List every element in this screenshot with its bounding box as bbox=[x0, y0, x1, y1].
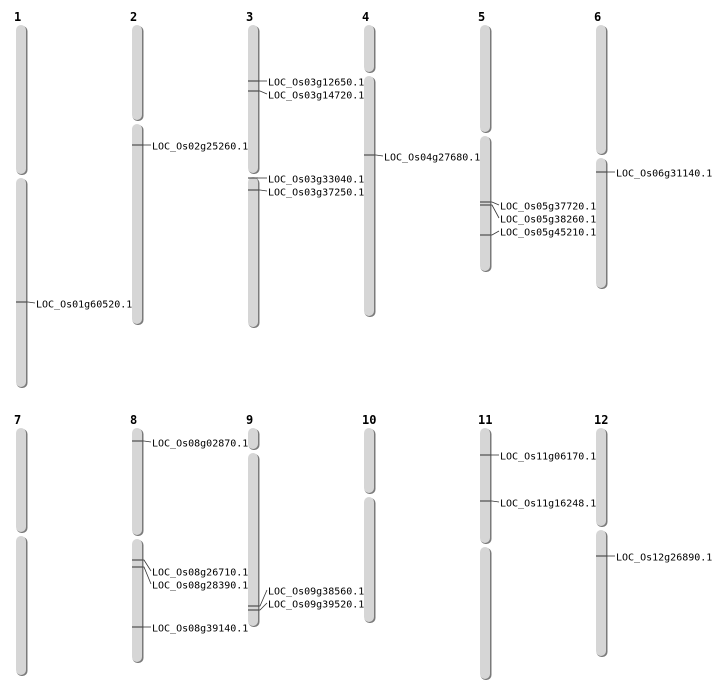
gene-leader-line bbox=[142, 559, 152, 572]
gene-label: LOC_Os05g45210.1 bbox=[500, 228, 596, 239]
chromosome-short-arm bbox=[16, 25, 26, 174]
gene-leader-line bbox=[490, 500, 500, 503]
gene-leader-line bbox=[258, 602, 268, 611]
gene-label: LOC_Os02g25260.1 bbox=[152, 142, 248, 153]
chromosome-7: 7 bbox=[14, 413, 28, 676]
gene-leader-line bbox=[374, 154, 384, 157]
gene-label: LOC_Os09g39520.1 bbox=[268, 600, 364, 611]
chromosome-short-arm bbox=[132, 25, 142, 120]
gene-label: LOC_Os05g38260.1 bbox=[500, 215, 596, 226]
chromosome-8: 8LOC_Os08g02870.1LOC_Os08g26710.1LOC_Os0… bbox=[130, 413, 248, 663]
gene-label: LOC_Os08g02870.1 bbox=[152, 439, 248, 450]
chromosome-short-arm bbox=[248, 25, 258, 173]
chromosome-long-arm bbox=[16, 178, 26, 387]
chromosome-number: 2 bbox=[130, 10, 137, 24]
chromosome-long-arm bbox=[132, 539, 142, 662]
gene-label: LOC_Os04g27680.1 bbox=[384, 153, 480, 164]
chromosome-long-arm bbox=[132, 124, 142, 324]
gene-label: LOC_Os03g33040.1 bbox=[268, 175, 364, 186]
chromosome-number: 7 bbox=[14, 413, 21, 427]
gene-label: LOC_Os08g26710.1 bbox=[152, 568, 248, 579]
chromosome-short-arm bbox=[596, 428, 606, 526]
gene-label: LOC_Os05g37720.1 bbox=[500, 202, 596, 213]
chromosome-long-arm bbox=[16, 536, 26, 675]
chromosome-long-arm bbox=[248, 177, 258, 327]
gene-leader-line bbox=[490, 201, 500, 206]
gene-label: LOC_Os12g26890.1 bbox=[616, 553, 712, 564]
gene-label: LOC_Os11g16248.1 bbox=[500, 499, 596, 510]
gene-label: LOC_Os08g28390.1 bbox=[152, 581, 248, 592]
chromosome-number: 1 bbox=[14, 10, 21, 24]
chromosome-long-arm bbox=[364, 76, 374, 316]
chromosome-long-arm bbox=[480, 547, 490, 679]
gene-label: LOC_Os01g60520.1 bbox=[36, 300, 132, 311]
gene-label: LOC_Os03g14720.1 bbox=[268, 91, 364, 102]
gene-label: LOC_Os03g12650.1 bbox=[268, 78, 364, 89]
chromosome-short-arm bbox=[480, 25, 490, 132]
chromosome-number: 11 bbox=[478, 413, 492, 427]
gene-leader-line bbox=[26, 301, 36, 304]
chromosome-number: 5 bbox=[478, 10, 485, 24]
chromosome-number: 3 bbox=[246, 10, 253, 24]
gene-leader-line bbox=[258, 589, 268, 607]
chromosome-short-arm bbox=[16, 428, 26, 532]
gene-leader-line bbox=[490, 204, 500, 219]
chromosome-3: 3LOC_Os03g12650.1LOC_Os03g14720.1LOC_Os0… bbox=[246, 10, 364, 328]
chromosome-number: 8 bbox=[130, 413, 137, 427]
gene-label: LOC_Os08g39140.1 bbox=[152, 624, 248, 635]
chromosome-short-arm bbox=[364, 25, 374, 72]
gene-leader-line bbox=[142, 566, 152, 585]
chromosome-number: 12 bbox=[594, 413, 608, 427]
chromosome-long-arm bbox=[248, 453, 258, 626]
chromosome-long-arm bbox=[480, 136, 490, 271]
gene-leader-line bbox=[258, 189, 268, 192]
gene-label: LOC_Os03g37250.1 bbox=[268, 188, 364, 199]
gene-label: LOC_Os11g06170.1 bbox=[500, 452, 596, 463]
gene-label: LOC_Os06g31140.1 bbox=[616, 169, 712, 180]
chromosome-number: 4 bbox=[362, 10, 369, 24]
chromosome-short-arm bbox=[596, 25, 606, 154]
chromosome-long-arm bbox=[596, 530, 606, 656]
chromosome-short-arm bbox=[364, 428, 374, 493]
chromosome-long-arm bbox=[364, 497, 374, 622]
chromosome-short-arm bbox=[480, 428, 490, 543]
chromosome-short-arm bbox=[248, 428, 258, 449]
chromosome-short-arm bbox=[132, 428, 142, 535]
gene-leader-line bbox=[258, 90, 268, 95]
gene-leader-line bbox=[490, 230, 500, 236]
gene-leader-line bbox=[142, 440, 152, 443]
chromosome-long-arm bbox=[596, 158, 606, 288]
chromosome-5: 5LOC_Os05g37720.1LOC_Os05g38260.1LOC_Os0… bbox=[478, 10, 596, 272]
gene-label: LOC_Os09g38560.1 bbox=[268, 587, 364, 598]
chromosome-number: 9 bbox=[246, 413, 253, 427]
chromosome-number: 6 bbox=[594, 10, 601, 24]
chromosome-number: 10 bbox=[362, 413, 376, 427]
chromosome-10: 10 bbox=[362, 413, 376, 623]
